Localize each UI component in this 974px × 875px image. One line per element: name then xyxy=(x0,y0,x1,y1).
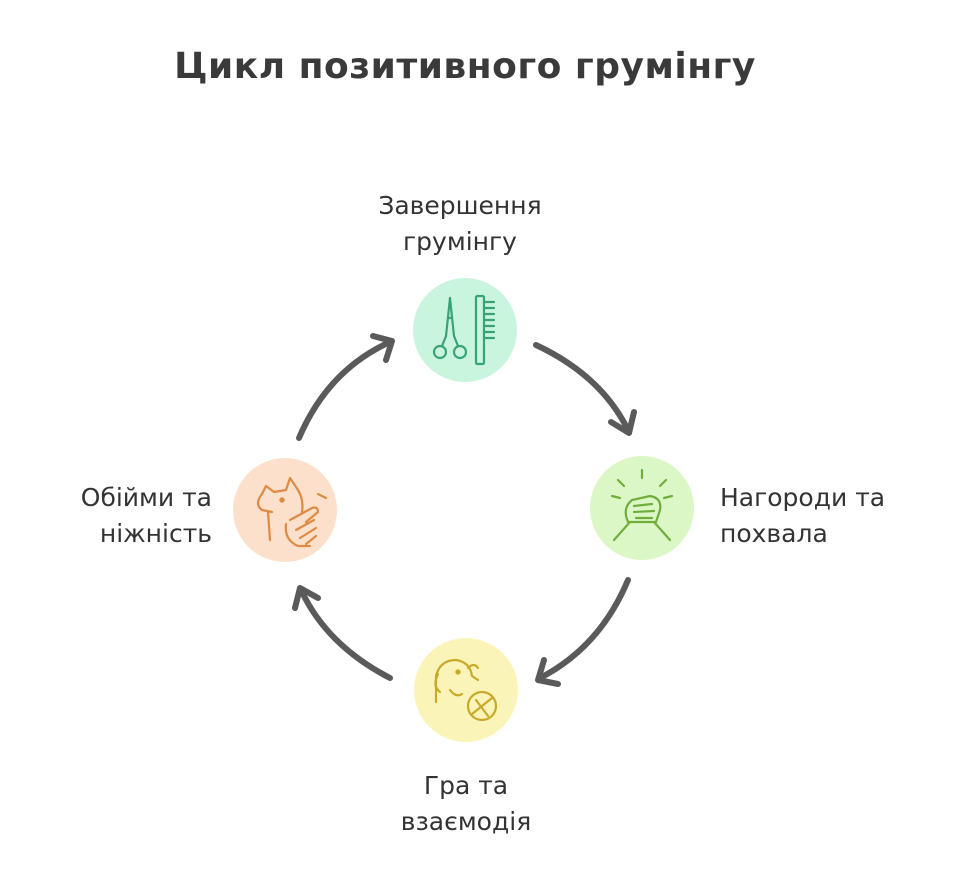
stage-label-line: Завершення xyxy=(378,191,542,220)
stage-label-line: Обійми та xyxy=(80,483,212,512)
handshake-icon xyxy=(610,468,674,542)
stage-label-rewards-praise: Нагороди та похвала xyxy=(720,480,960,552)
stage-label-line: ніжність xyxy=(99,519,212,548)
stage-label-line: Нагороди та xyxy=(720,483,886,512)
node-rewards-praise xyxy=(590,456,694,560)
node-grooming-finish xyxy=(413,278,517,382)
arrow-left-to-top xyxy=(296,333,395,441)
node-hugs-tenderness xyxy=(233,458,337,562)
stage-label-line: похвала xyxy=(720,519,828,548)
diagram-title: Цикл позитивного грумінгу xyxy=(174,46,756,87)
node-play-interaction xyxy=(414,638,518,742)
stage-label-line: грумінгу xyxy=(403,227,517,256)
arrow-right-to-bottom xyxy=(535,577,631,687)
dog-hand-icon xyxy=(256,476,328,548)
arrow-top-to-right xyxy=(533,342,637,436)
stage-label-hugs-tenderness: Обійми та ніжність xyxy=(0,480,212,552)
arrow-bottom-to-left xyxy=(292,585,393,681)
stage-label-play-interaction: Гра та взаємодія xyxy=(346,768,586,840)
dog-ball-icon xyxy=(434,658,498,722)
stage-label-grooming-finish: Завершення грумінгу xyxy=(340,188,580,260)
scissors-comb-icon xyxy=(432,294,496,366)
stage-label-line: Гра та xyxy=(423,771,509,800)
stage-label-line: взаємодія xyxy=(400,807,532,836)
